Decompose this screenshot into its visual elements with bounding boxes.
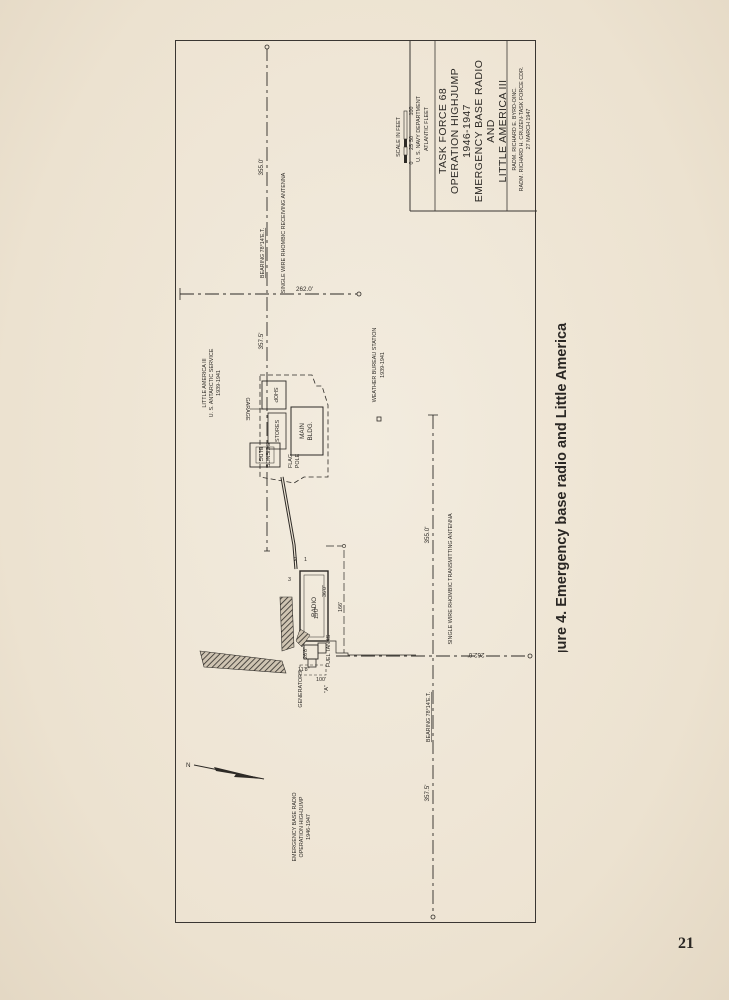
figure-caption-text: Figure 4. Emergency base radio and Littl… (554, 322, 570, 652)
generators-label: GENERATORS (298, 670, 304, 708)
ebr-line-2: OPERATION HIGHJUMP (299, 796, 305, 857)
marker-3: 3 (288, 577, 291, 583)
page-number: 21 (678, 935, 694, 952)
tx-antenna-label: SINGLE WIRE RHOMBIC TRANSMITTING ANTENNA (448, 513, 454, 644)
title-line-6: LITTLE AMERICA III (497, 80, 509, 183)
title-line-3: 1946-1947 (461, 104, 473, 158)
weather-bureau-station: WEATHER BUREAU STATION 1939-1941 (372, 328, 386, 422)
tx-width: 262.0' (468, 651, 485, 658)
title-line-5: AND (485, 119, 497, 142)
tx-length-upper: 355.0' (424, 527, 431, 544)
receiving-antenna (179, 44, 362, 552)
signature-line-2: RADM. RICHARD H. CRUZEN-TASK FORCE CDR. (519, 67, 525, 192)
weather-line-2: 1939-1941 (380, 352, 386, 378)
figure-caption: Figure 4. Emergency base radio and Littl… (554, 322, 570, 652)
scale-tick-25: 25 (409, 144, 415, 150)
tx-length-lower: 357.5' (424, 785, 431, 802)
north-label: N (186, 762, 191, 769)
flagpole-line-1: FLAG (288, 454, 294, 468)
main-bldg-line-1: MAIN (299, 423, 306, 439)
department-line-2: ATLANTIC FLEET (424, 106, 430, 151)
tx-bearing: BEARING 78°14'E.T. (426, 692, 432, 742)
scale-title: SCALE IN FEET (396, 116, 402, 157)
scale-tick-0: 0 (409, 162, 415, 165)
dim-15ft: 15'0" (314, 607, 320, 619)
title-block: SCALE IN FEET 0 25 50 100 U. S. NAVY DEP… (396, 41, 537, 212)
point-a-label: "A" (324, 685, 330, 693)
emergency-base-radio: RADIO 2 1 3 (199, 544, 416, 862)
department-line-1: U. S. NAVY DEPARTMENT (416, 95, 422, 162)
title-line-2: OPERATION HIGHJUMP (449, 68, 461, 194)
fuel-tanks-label: FUEL TANKS (326, 634, 332, 667)
site-plan-diagram: SCALE IN FEET 0 25 50 100 U. S. NAVY DEP… (179, 41, 537, 920)
scale-tick-50: 50 (409, 136, 415, 142)
signature-line-1: RADM. RICHARD E. BYRD-OINC. (512, 87, 518, 170)
dim-36ft: 36'0" (322, 585, 328, 597)
flagpole-line-2: POLE (295, 453, 301, 468)
marker-1: 1 (304, 557, 307, 563)
transmitting-antenna (336, 414, 533, 920)
la3-line-1: LITTLE AMERICA III (202, 358, 208, 407)
stores-label: STORES (275, 420, 281, 442)
shop-label: SHOP (272, 387, 278, 403)
signature-line-3: 27 MARCH 1947 (526, 109, 532, 150)
weather-line-1: WEATHER BUREAU STATION (372, 328, 378, 403)
dim-166ft: 166' (338, 602, 344, 612)
rx-length-lower: 357.5' (258, 333, 265, 350)
diagram-frame: SCALE IN FEET 0 25 50 100 U. S. NAVY DEP… (175, 40, 537, 923)
dim-11ft: 11'8" (298, 667, 310, 673)
ebr-line-3: 1946-1947 (306, 814, 312, 840)
scale-bar: SCALE IN FEET 0 25 50 100 (396, 107, 415, 165)
radio-label: RADIO (311, 597, 318, 617)
title-line-4: EMERGENCY BASE RADIO (473, 60, 485, 203)
ebr-line-1: EMERGENCY BASE RADIO (292, 792, 298, 861)
marker-2: 2 (294, 557, 297, 563)
rx-antenna-label: SINGLE WIRE RHOMBIC RECEIVING ANTENNA (281, 172, 287, 293)
main-bldg-line-2: BLDG. (307, 421, 314, 440)
rx-bearing: BEARING 78°14'E.T. (260, 228, 266, 278)
little-america-iii: LITTLE AMERICA III U. S. ANTARCTIC SERVI… (202, 348, 329, 570)
rx-length-upper: 355.0' (258, 159, 265, 176)
rx-width: 262.0' (296, 286, 313, 293)
la3-line-2: U. S. ANTARCTIC SERVICE (209, 348, 215, 417)
north-arrow: N (186, 762, 265, 780)
la3-line-3: 1939-1941 (216, 370, 222, 396)
dim-26ft: 26'8" (303, 647, 309, 659)
title-block-main: TASK FORCE 68 OPERATION HIGHJUMP 1946-19… (437, 60, 509, 203)
garage-label: GARAGE (244, 397, 250, 420)
dim-100ft: 100' (316, 677, 326, 683)
scale-tick-100: 100 (409, 107, 415, 116)
science-bldg-line-1: SCIENCE (264, 443, 270, 467)
science-bldg-line-2: BLDG. (257, 447, 263, 463)
title-line-1: TASK FORCE 68 (437, 88, 449, 174)
